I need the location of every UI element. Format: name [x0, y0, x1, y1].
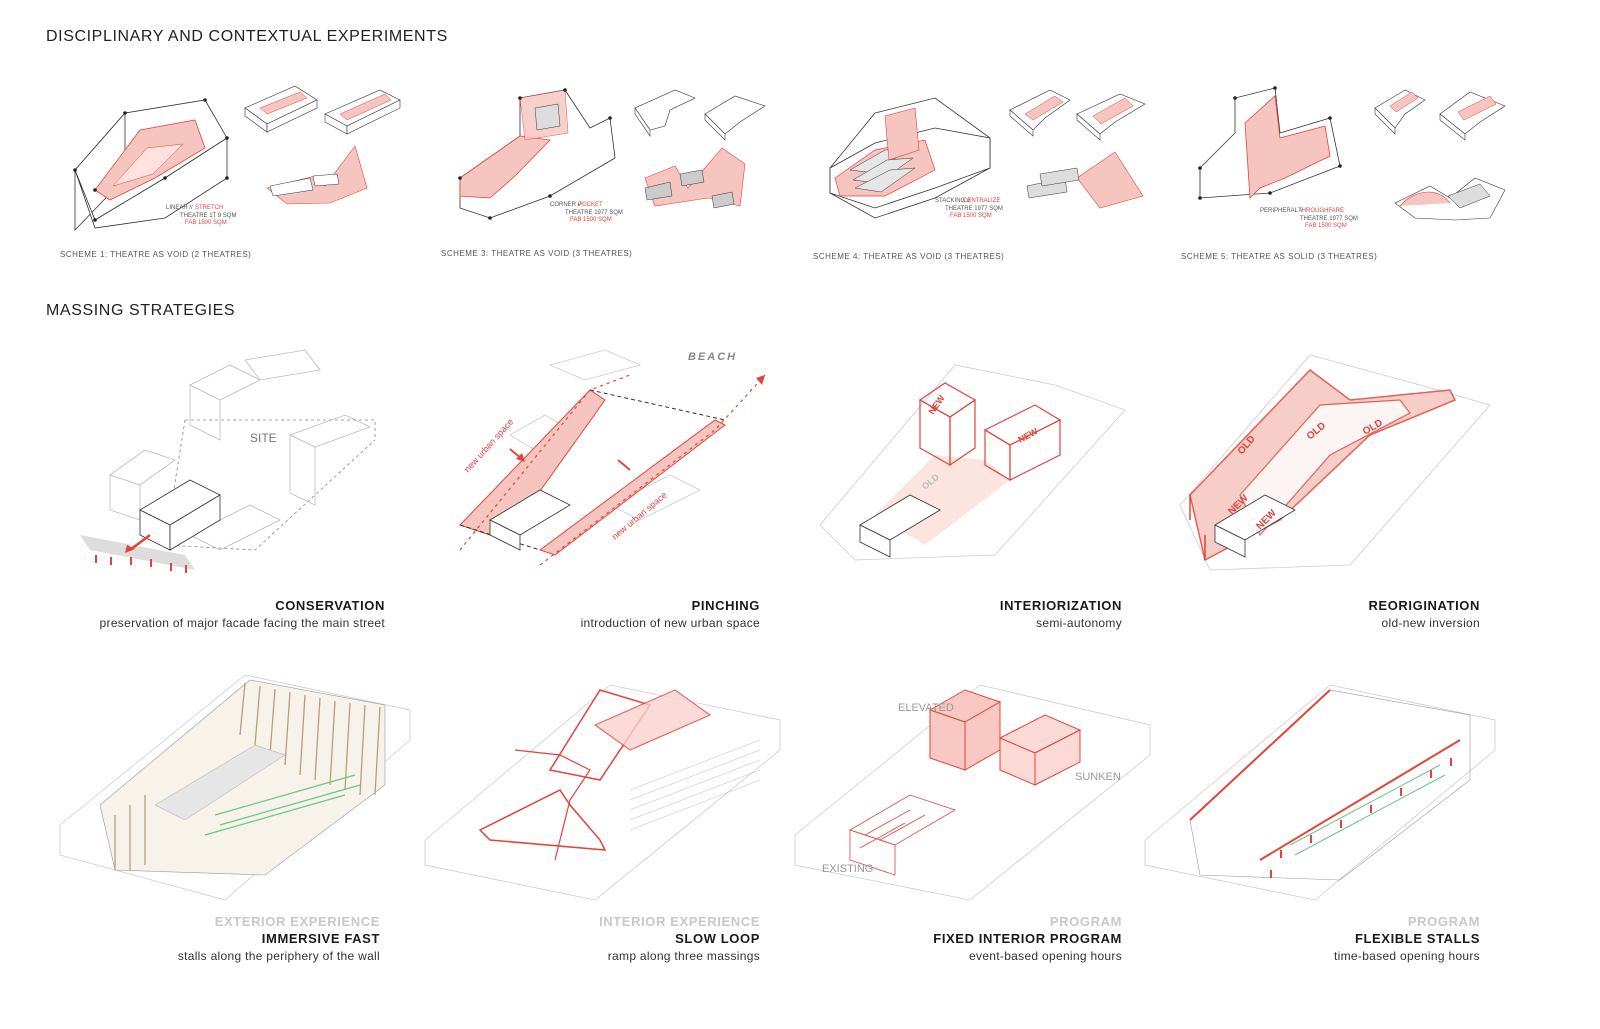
scheme-legend-main: LINEAR //: [166, 205, 193, 211]
interiorization-diagram: NEW NEW OLD: [819, 364, 1126, 561]
scheme-caption: SCHEME 5: THEATRE AS SOLID (3 THEATRES): [1181, 252, 1378, 261]
conservation-caption: CONSERVATION preservation of major facad…: [100, 596, 385, 630]
experiments-section-title: DISCIPLINARY AND CONTEXTUAL EXPERIMENTS: [46, 28, 448, 45]
scheme-3-diagram: CORNER // POCKET THEATRE 1977 SQM FAB 15…: [458, 88, 766, 223]
svg-text:FAB 1500 SQM: FAB 1500 SQM: [950, 213, 992, 219]
pinching-caption: PINCHING introduction of new urban space: [580, 598, 760, 630]
sunken-label: SUNKEN: [1075, 771, 1121, 783]
site-label: SITE: [250, 431, 277, 445]
fixed-program-diagram: ELEVATED SUNKEN EXISTING: [794, 684, 1151, 901]
svg-text:CENTRALIZE: CENTRALIZE: [963, 198, 1000, 204]
scheme-5-diagram: PERIPHERAL // THROUGHFARE THEATRE 1977 S…: [1198, 86, 1506, 229]
reorigination-diagram: OLD OLD OLD NEW NEW: [1179, 354, 1491, 571]
massing-section-title: MASSING STRATEGIES: [46, 302, 236, 319]
scheme-legend-accent: STRETCH: [195, 205, 223, 211]
elevated-label: ELEVATED: [898, 702, 954, 714]
svg-text:FAB 1500 SQM: FAB 1500 SQM: [570, 217, 612, 223]
scheme-4-diagram: STACKING // CENTRALIZE THEATRE 1977 SQM …: [829, 89, 1146, 219]
fixed-program-caption: PROGRAM FIXED INTERIOR PROGRAM event-bas…: [933, 914, 1122, 963]
urban-space-label: new urban space: [462, 417, 515, 475]
beach-label: BEACH: [688, 351, 737, 363]
scheme-caption: SCHEME 4: THEATRE AS VOID (3 THEATRES): [813, 252, 1005, 261]
svg-text:STACKING //: STACKING //: [935, 198, 971, 204]
caption-sub: preservation of major facade facing the …: [99, 616, 385, 630]
slow-loop-diagram: [424, 684, 781, 901]
svg-text:CORNER //: CORNER //: [550, 202, 581, 208]
svg-text:FAB 1500 SQM: FAB 1500 SQM: [1305, 223, 1347, 229]
immersive-fast-diagram: [59, 674, 411, 901]
interiorization-caption: INTERIORIZATION semi-autonomy: [999, 598, 1122, 630]
svg-text:PERIPHERAL //: PERIPHERAL //: [1260, 208, 1303, 214]
svg-text:THEATRE 1977 SQM: THEATRE 1977 SQM: [565, 210, 623, 216]
flexible-stalls-diagram: [1144, 684, 1496, 901]
svg-text:THROUGHFARE: THROUGHFARE: [1298, 208, 1344, 214]
reorigination-caption: REORIGINATION old-new inversion: [1368, 598, 1480, 630]
caption-head: CONSERVATION: [275, 598, 385, 613]
svg-text:POCKET: POCKET: [578, 202, 603, 208]
existing-label: EXISTING: [822, 863, 873, 875]
svg-text:THEATRE 1977 SQM: THEATRE 1977 SQM: [1300, 216, 1358, 222]
scheme-legend-line: THEATRE 1T 9 SQM: [180, 213, 236, 219]
svg-text:THEATRE 1977 SQM: THEATRE 1977 SQM: [945, 206, 1003, 212]
slow-loop-caption: INTERIOR EXPERIENCE SLOW LOOP ramp along…: [599, 914, 760, 963]
scheme-legend-line: FAB 1500 SQM: [185, 220, 227, 226]
scheme-1-diagram: LINEAR // STRETCH THEATRE 1T 9 SQM FAB 1…: [73, 85, 401, 231]
immersive-fast-caption: EXTERIOR EXPERIENCE IMMERSIVE FAST stall…: [177, 914, 380, 963]
scheme-caption: SCHEME 1: THEATRE AS VOID (2 THEATRES): [60, 250, 252, 259]
conservation-diagram: SITE: [80, 349, 376, 573]
flexible-stalls-caption: PROGRAM FLEXIBLE STALLS time-based openi…: [1334, 914, 1480, 963]
pinching-diagram: BEACH new urban space new urban space: [459, 349, 766, 566]
scheme-caption: SCHEME 3: THEATRE AS VOID (3 THEATRES): [441, 249, 633, 258]
